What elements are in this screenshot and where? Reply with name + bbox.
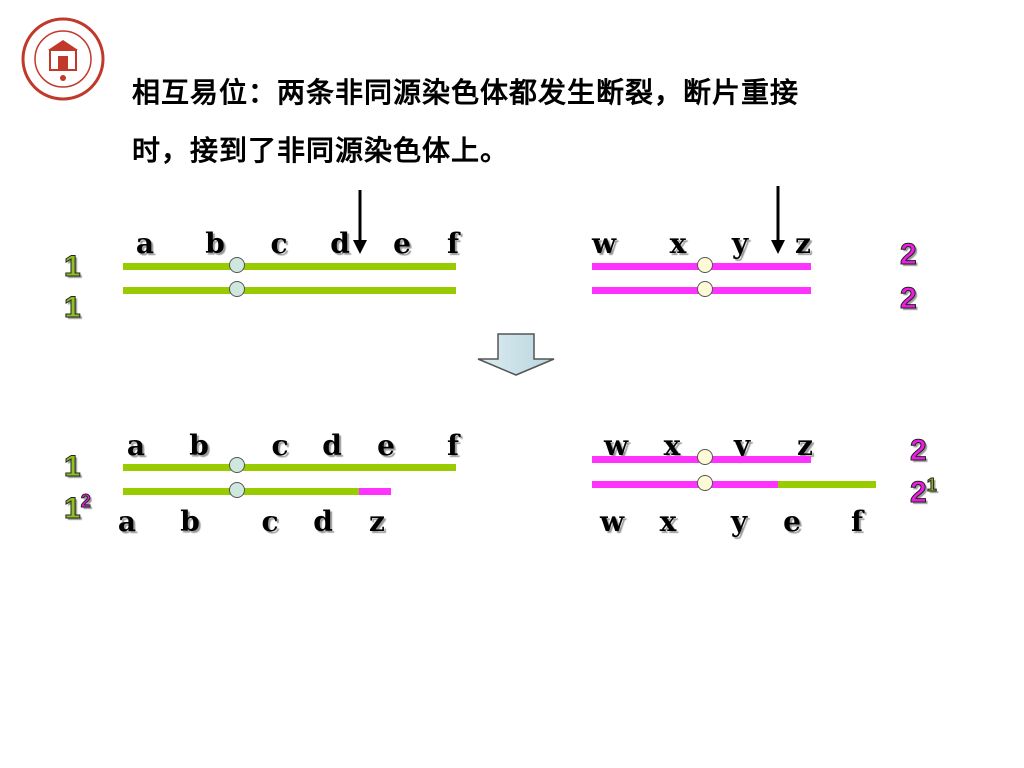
chromosome-1-translocated-pink (359, 488, 391, 495)
gene-label: f (446, 227, 460, 260)
gene-label: z (369, 505, 385, 538)
title-line-2: 时，接到了非同源染色体上。 (132, 134, 510, 167)
gene-label: y (733, 429, 751, 462)
chromosome-label: 1 (64, 450, 82, 483)
title-line-1: 相互易位：两条非同源染色体都发生断裂，断片重接 (132, 76, 800, 109)
gene-label: c (261, 505, 279, 538)
gene-label: d (313, 505, 333, 538)
gene-label: x (659, 505, 677, 538)
gene-label: d (322, 429, 342, 462)
chromosome-1-top (123, 263, 456, 270)
down-arrow-icon (476, 333, 556, 381)
centromere (229, 257, 245, 273)
gene-label: w (591, 227, 617, 260)
chromosome-label: 2 (900, 282, 918, 315)
break-arrow-left (352, 190, 368, 260)
university-logo (20, 16, 106, 102)
break-arrow-right (770, 186, 786, 260)
centromere (229, 457, 245, 473)
chromosome-label: 2 (900, 238, 918, 271)
centromere (697, 281, 713, 297)
chromosome-2-translocated-pink (592, 481, 778, 488)
chromosome-label: 1 (64, 250, 82, 283)
chromosome-label-number: 1 (64, 492, 82, 525)
gene-label: a (126, 429, 146, 462)
gene-label: z (797, 429, 813, 462)
gene-label: a (135, 227, 155, 260)
chromosome-label-translocated: 12 (64, 491, 92, 525)
gene-label: d (330, 227, 350, 260)
chromosome-label-superscript: 2 (80, 491, 91, 511)
centromere (697, 257, 713, 273)
gene-label: b (205, 227, 225, 260)
centromere (697, 449, 713, 465)
centromere (229, 482, 245, 498)
chromosome-label: 1 (64, 291, 82, 324)
gene-label: f (446, 429, 460, 462)
gene-label: e (377, 429, 395, 462)
centromere (697, 475, 713, 491)
chromosome-1-bottom (123, 287, 456, 294)
gene-label: c (271, 429, 289, 462)
gene-label: f (850, 505, 864, 538)
gene-label: z (795, 227, 811, 260)
chromosome-label-translocated: 21 (910, 475, 938, 509)
gene-label: e (393, 227, 411, 260)
gene-label: y (730, 505, 748, 538)
gene-label: b (180, 505, 200, 538)
gene-label: e (783, 505, 801, 538)
chromosome-label: 2 (910, 434, 928, 467)
centromere (229, 281, 245, 297)
gene-label: c (270, 227, 288, 260)
chromosome-label-number: 2 (910, 476, 928, 509)
gene-label: a (117, 505, 137, 538)
gene-label: w (603, 429, 629, 462)
gene-label: w (599, 505, 625, 538)
gene-label: y (731, 227, 749, 260)
gene-label: x (669, 227, 687, 260)
gene-label: b (189, 429, 209, 462)
chromosome-label-superscript: 1 (926, 475, 937, 495)
page-title: 相互易位：两条非同源染色体都发生断裂，断片重接 时，接到了非同源染色体上。 (132, 64, 932, 180)
chromosome-2-translocated-green (778, 481, 876, 488)
chromosome-1-normal (123, 464, 456, 471)
gene-label: x (663, 429, 681, 462)
